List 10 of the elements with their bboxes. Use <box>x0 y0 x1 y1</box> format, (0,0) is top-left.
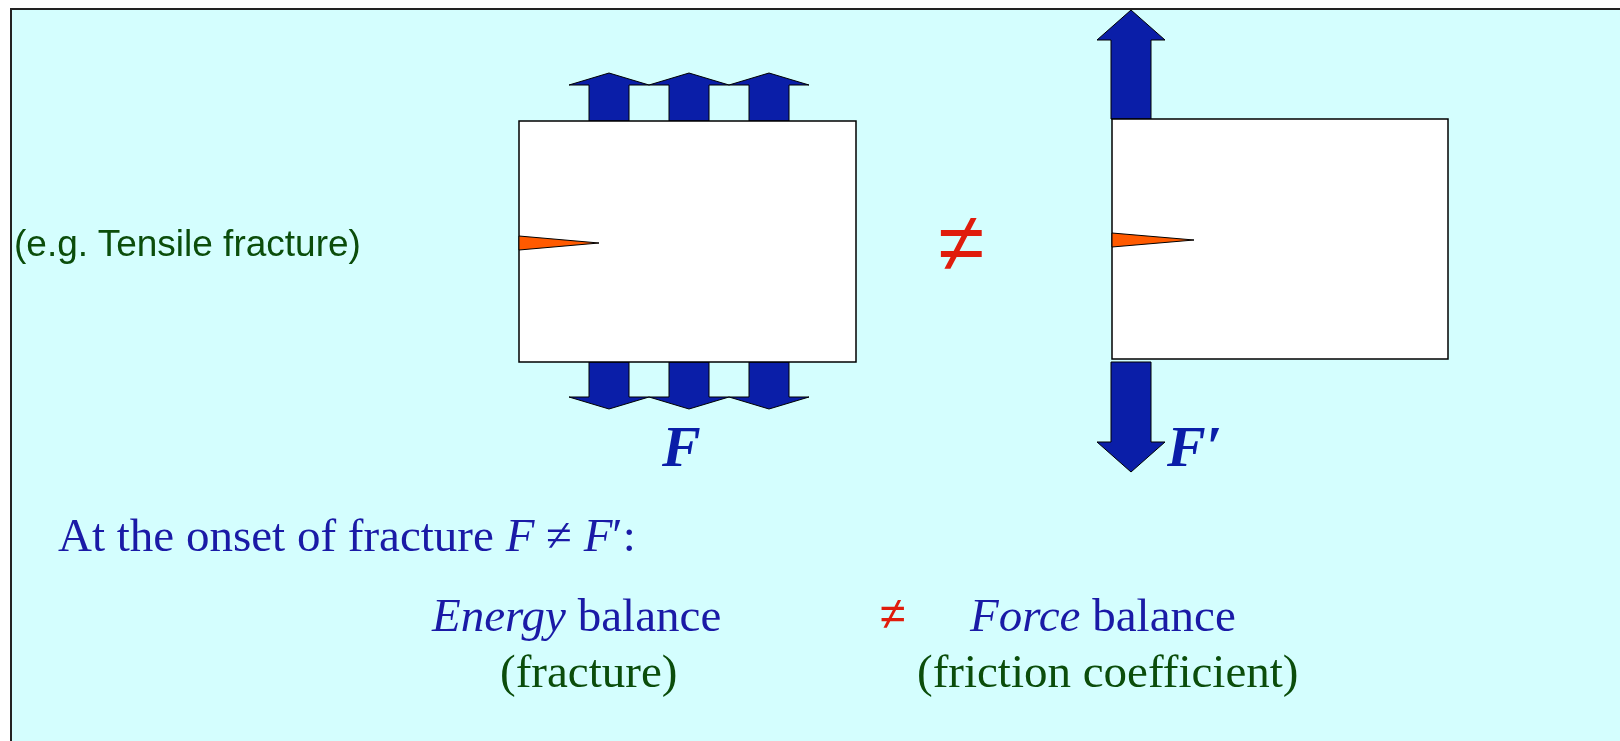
parenthetical-note: (friction coefficient) <box>917 648 1299 695</box>
example-note: (e.g. Tensile fracture) <box>14 225 361 262</box>
force-symbol: F <box>662 418 701 476</box>
statement-text: At the onset of fracture F ≠ F′: <box>58 512 636 559</box>
not-equal-sign: ≠ <box>880 590 906 636</box>
parenthetical-note: (fracture) <box>500 648 678 695</box>
balance-term: Energy balance <box>432 592 722 639</box>
balance-term: Force balance <box>970 592 1236 639</box>
force-symbol: F′ <box>1167 418 1222 476</box>
not-equal-sign: ≠ <box>938 200 985 284</box>
